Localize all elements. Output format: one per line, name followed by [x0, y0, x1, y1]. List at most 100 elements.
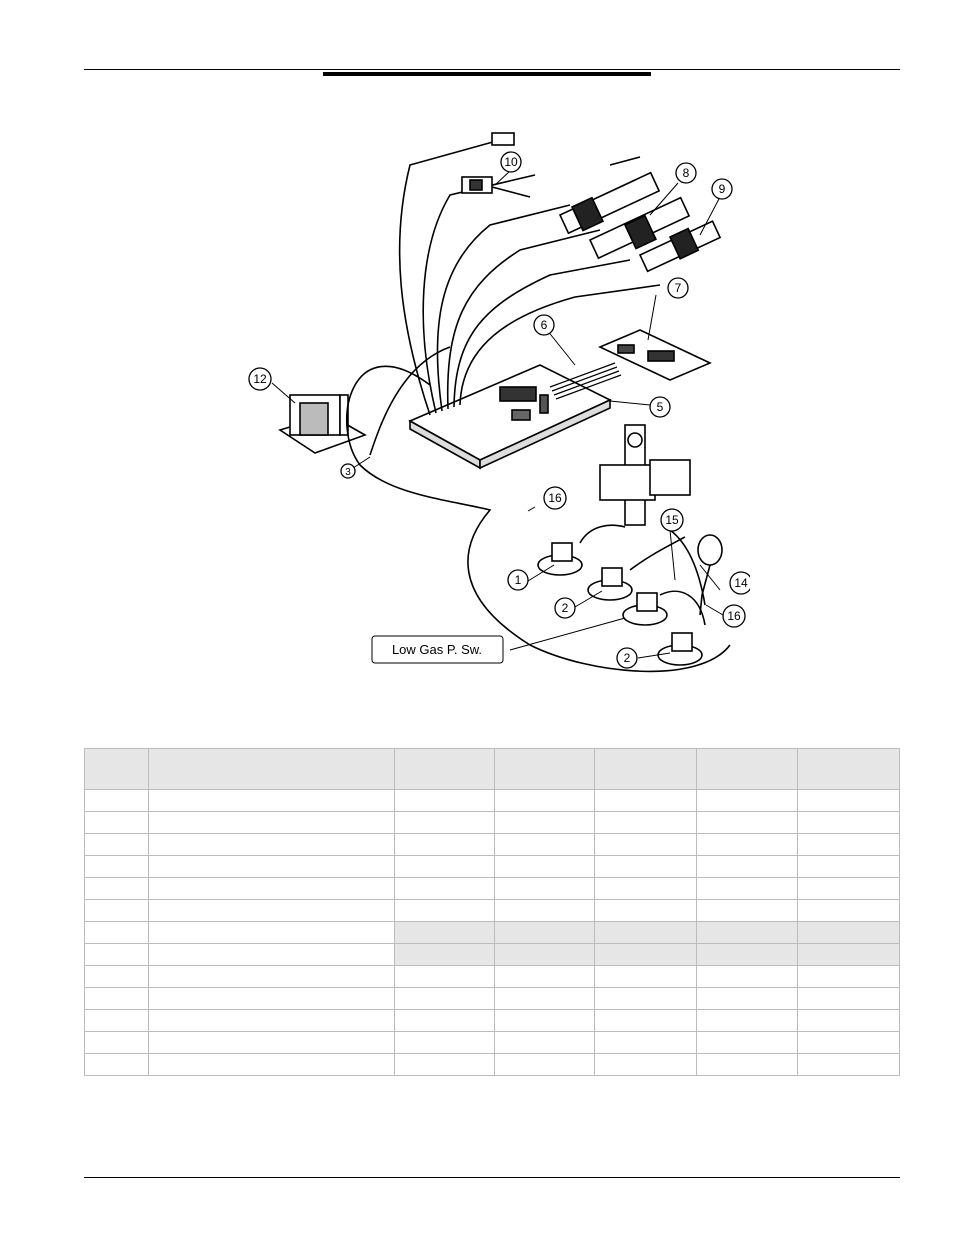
table-cell — [148, 1009, 395, 1032]
table-cell — [394, 965, 495, 988]
svg-text:2: 2 — [562, 601, 569, 615]
callout-1: 1 — [507, 569, 529, 591]
pressure-switch-low-gas — [622, 592, 668, 626]
table-cell — [494, 987, 595, 1010]
header-cell — [594, 748, 697, 790]
table-cell — [494, 1031, 595, 1054]
table-row — [84, 965, 900, 988]
svg-text:1: 1 — [515, 573, 522, 587]
callout-7: 5 — [649, 396, 671, 418]
table-cell — [394, 833, 495, 856]
table-row — [84, 789, 900, 812]
sensor-probe-c — [638, 220, 722, 273]
table-cell — [84, 789, 149, 812]
table-cell — [797, 855, 900, 878]
callout-8: 7 — [667, 277, 689, 299]
table-row — [84, 921, 900, 944]
table-cell — [594, 1009, 697, 1032]
callout-3: 2 — [554, 597, 576, 619]
table-cell — [797, 943, 900, 966]
callout-16b: 16 — [722, 604, 746, 628]
table-cell — [594, 899, 697, 922]
table-cell — [594, 965, 697, 988]
table-cell — [84, 1031, 149, 1054]
pressure-switch-3 — [587, 567, 633, 601]
table-cell — [696, 855, 798, 878]
table-cell — [797, 1053, 900, 1076]
table-cell — [84, 1053, 149, 1076]
table-cell — [148, 987, 395, 1010]
table-cell — [394, 811, 495, 834]
table-cell — [394, 987, 495, 1010]
table-cell — [594, 1053, 697, 1076]
table-cell — [594, 943, 697, 966]
table-cell — [594, 811, 697, 834]
table-cell — [394, 1031, 495, 1054]
svg-text:16: 16 — [548, 491, 562, 505]
callout-10: 9 — [711, 178, 733, 200]
table-cell — [148, 899, 395, 922]
table-row — [84, 1009, 900, 1032]
table-cell — [696, 789, 798, 812]
table-cell — [594, 855, 697, 878]
table-cell — [797, 833, 900, 856]
table-cell — [84, 943, 149, 966]
table-cell — [394, 877, 495, 900]
callout-2: 2 — [616, 647, 638, 669]
callout-9: 8 — [675, 162, 697, 184]
table-cell — [84, 833, 149, 856]
table-cell — [594, 1031, 697, 1054]
svg-text:15: 15 — [665, 513, 679, 527]
table-cell — [797, 789, 900, 812]
table-cell — [148, 877, 395, 900]
table-cell — [494, 899, 595, 922]
table-cell — [494, 965, 595, 988]
table-cell — [696, 833, 798, 856]
table-row — [84, 1031, 900, 1054]
svg-text:10: 10 — [504, 155, 518, 169]
parts-diagram: 10 8 9 7 6 12 5 3 16 15 1 14 2 16 2 Low … — [248, 132, 750, 673]
svg-text:7: 7 — [675, 281, 682, 295]
table-cell — [696, 1031, 798, 1054]
table-cell — [594, 987, 697, 1010]
table-cell — [84, 855, 149, 878]
table-cell — [494, 1053, 595, 1076]
header-cell — [148, 748, 395, 790]
low-gas-label-box: Low Gas P. Sw. — [371, 635, 504, 664]
table-row — [84, 877, 900, 900]
table-cell — [797, 987, 900, 1010]
table-row — [84, 855, 900, 878]
table-cell — [394, 1009, 495, 1032]
table-cell — [148, 855, 395, 878]
table-cell — [148, 921, 395, 944]
table-cell — [696, 921, 798, 944]
table-cell — [696, 943, 798, 966]
table-cell — [148, 965, 395, 988]
table-cell — [494, 921, 595, 944]
table-cell — [84, 899, 149, 922]
pressure-switch-1 — [537, 542, 583, 576]
sensor-probe-b — [588, 196, 691, 260]
table-cell — [797, 1009, 900, 1032]
table-cell — [797, 965, 900, 988]
table-cell — [394, 789, 495, 812]
table-cell — [594, 789, 697, 812]
callout-16a: 16 — [543, 486, 567, 510]
table-cell — [696, 987, 798, 1010]
top-rule — [84, 69, 900, 70]
table-cell — [84, 1009, 149, 1032]
table-row — [84, 943, 900, 966]
bottom-rule — [84, 1177, 900, 1178]
table-cell — [594, 921, 697, 944]
table-header-row — [84, 748, 900, 790]
callout-12: 10 — [500, 151, 522, 173]
table-cell — [797, 899, 900, 922]
callout-13: 12 — [248, 367, 272, 391]
svg-text:Low Gas P. Sw.: Low Gas P. Sw. — [392, 642, 482, 657]
callout-5: 3 — [340, 463, 356, 479]
table-cell — [394, 1053, 495, 1076]
title-rule — [323, 72, 651, 76]
table-cell — [494, 877, 595, 900]
callout-6: 6 — [533, 314, 555, 336]
table-cell — [148, 1031, 395, 1054]
